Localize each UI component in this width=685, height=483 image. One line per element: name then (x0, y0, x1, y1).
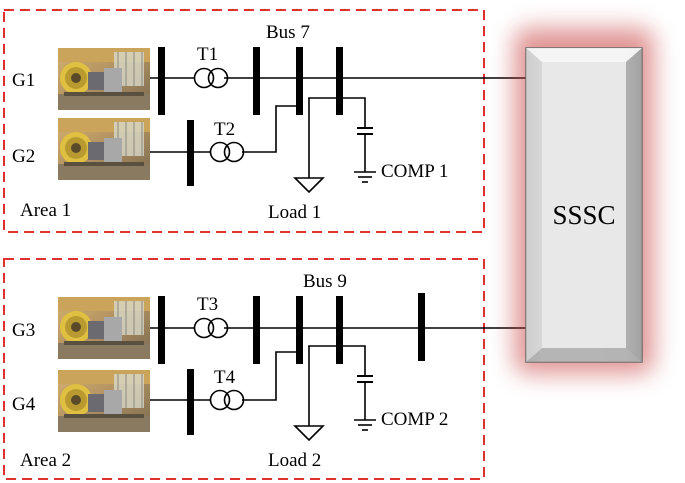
transformer-t4-label: T4 (214, 367, 236, 388)
ground-icon (353, 171, 377, 183)
bus-9 (336, 296, 343, 364)
bus-9a (296, 296, 303, 364)
area-2-label: Area 2 (20, 450, 71, 471)
generator-g4-label: G4 (12, 394, 36, 415)
sssc-label: SSSC (552, 200, 615, 230)
bus-9-label: Bus 9 (303, 271, 347, 292)
area-1: G1 G2 T1 T2 Bus 7 Load 1 COMP 1 Area 1 (12, 22, 530, 223)
bus-g2 (187, 120, 194, 186)
generator-g2-label: G2 (12, 146, 35, 167)
sssc-device: SSSC (514, 28, 654, 374)
comp-2-label: COMP 2 (381, 409, 448, 430)
load-2-icon (293, 425, 325, 442)
bus-7 (336, 47, 343, 115)
bus-t1 (253, 47, 260, 115)
transformer-t3-icon (193, 317, 229, 339)
area-1-label: Area 1 (20, 200, 71, 221)
load-1-label: Load 1 (268, 202, 321, 223)
load-2-label: Load 2 (268, 450, 321, 471)
transformer-t2-label: T2 (214, 119, 235, 140)
transformer-t4-icon (209, 389, 245, 411)
area-2: G3 G4 T3 T4 Bus 9 Load 2 COMP 2 Area 2 (12, 271, 530, 471)
bus-g4 (187, 369, 194, 435)
comp-1-label: COMP 1 (381, 161, 448, 182)
load-1-icon (293, 177, 325, 194)
area-2-boundary (3, 258, 485, 480)
generator-g1-icon (57, 47, 151, 111)
generator-g1-label: G1 (12, 70, 35, 91)
bus-t3 (253, 296, 260, 364)
generator-g3-label: G3 (12, 320, 35, 341)
ground-icon (353, 419, 377, 431)
bus-g3 (158, 296, 165, 364)
generator-g3-icon (57, 296, 151, 360)
area-1-boundary (3, 9, 485, 233)
transformer-t3-label: T3 (197, 294, 218, 315)
bus-g1 (158, 47, 165, 115)
transformer-t1-label: T1 (197, 44, 218, 65)
bus-sssc-side (418, 293, 425, 361)
transformer-t2-icon (209, 141, 245, 163)
generator-g4-icon (57, 369, 151, 433)
bus-7a (296, 47, 303, 115)
generator-g2-icon (57, 117, 151, 181)
bus-7-label: Bus 7 (266, 22, 310, 43)
transformer-t1-icon (193, 67, 229, 89)
